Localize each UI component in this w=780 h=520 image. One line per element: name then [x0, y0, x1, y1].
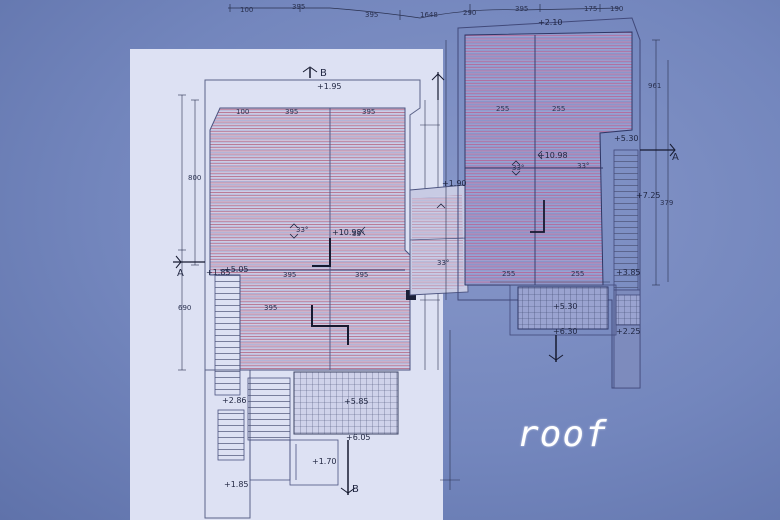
dim-label: 395 — [365, 11, 378, 19]
dim-label: 190 — [610, 5, 623, 13]
connector-roof — [409, 184, 469, 296]
pitch-label: 33° — [437, 259, 449, 267]
dim-label: 395 — [292, 3, 305, 11]
left-building — [173, 66, 440, 519]
section-letter: A — [177, 268, 184, 279]
section-cut-mark — [312, 238, 331, 267]
level-label: +5.05 — [224, 265, 249, 274]
dim-label: 100 — [240, 6, 253, 14]
pitch-label: 33° — [512, 164, 524, 172]
dim-label: 395 — [515, 5, 528, 13]
pitch-label: 33° — [577, 162, 589, 170]
dim-label: 290 — [463, 9, 476, 17]
dim-label: 255 — [496, 105, 509, 113]
top-dimension-line — [228, 4, 621, 20]
level-label: +6.05 — [346, 433, 371, 442]
dim-label: 800 — [188, 174, 201, 182]
dim-label: 379 — [660, 199, 673, 207]
level-label: +1.85 — [206, 268, 231, 277]
left-roof-area — [209, 107, 411, 371]
dim-label: 395 — [362, 108, 375, 116]
level-label: +10.98 — [538, 151, 568, 160]
level-label: +10.98 — [332, 228, 362, 237]
right-roof-area — [464, 31, 633, 286]
level-label: +5.30 — [553, 302, 578, 311]
dim-label: 255 — [502, 270, 515, 278]
level-label: +3.85 — [616, 268, 641, 277]
section-cut-mark — [530, 200, 545, 233]
level-label: +2.25 — [616, 327, 641, 336]
level-label: +1.70 — [312, 457, 337, 466]
dim-label: 100 — [236, 108, 249, 116]
dim-label: 255 — [552, 105, 565, 113]
dim-label: 395 — [264, 304, 277, 312]
pitch-label: 33° — [296, 226, 308, 234]
level-label: +5.30 — [614, 134, 639, 143]
dim-label: 395 — [355, 271, 368, 279]
section-letter: B — [320, 68, 327, 79]
level-label: +6.30 — [553, 327, 578, 336]
level-label: +1.85 — [224, 480, 249, 489]
section-letter: B — [352, 484, 359, 495]
pitch-label: 33° — [352, 230, 364, 238]
dim-label: 175 — [584, 5, 597, 13]
level-label: +2.86 — [222, 396, 247, 405]
dim-label: 395 — [283, 271, 296, 279]
dim-label: 690 — [178, 304, 191, 312]
level-label: +1.90 — [442, 179, 467, 188]
level-label: +7.25 — [636, 191, 661, 200]
section-cut-mark — [311, 305, 349, 345]
level-label: +1.95 — [317, 82, 342, 91]
dim-label: 961 — [648, 82, 661, 90]
dim-label: 255 — [571, 270, 584, 278]
dim-label: 1648 — [420, 11, 438, 19]
right-building — [431, 17, 676, 389]
dim-label: 395 — [285, 108, 298, 116]
level-label: +2.10 — [538, 18, 563, 27]
section-letter: A — [672, 152, 679, 163]
left-terrace — [293, 371, 399, 435]
right-terrace — [517, 286, 609, 330]
level-label: +5.85 — [344, 397, 369, 406]
caption: roof — [517, 414, 608, 455]
